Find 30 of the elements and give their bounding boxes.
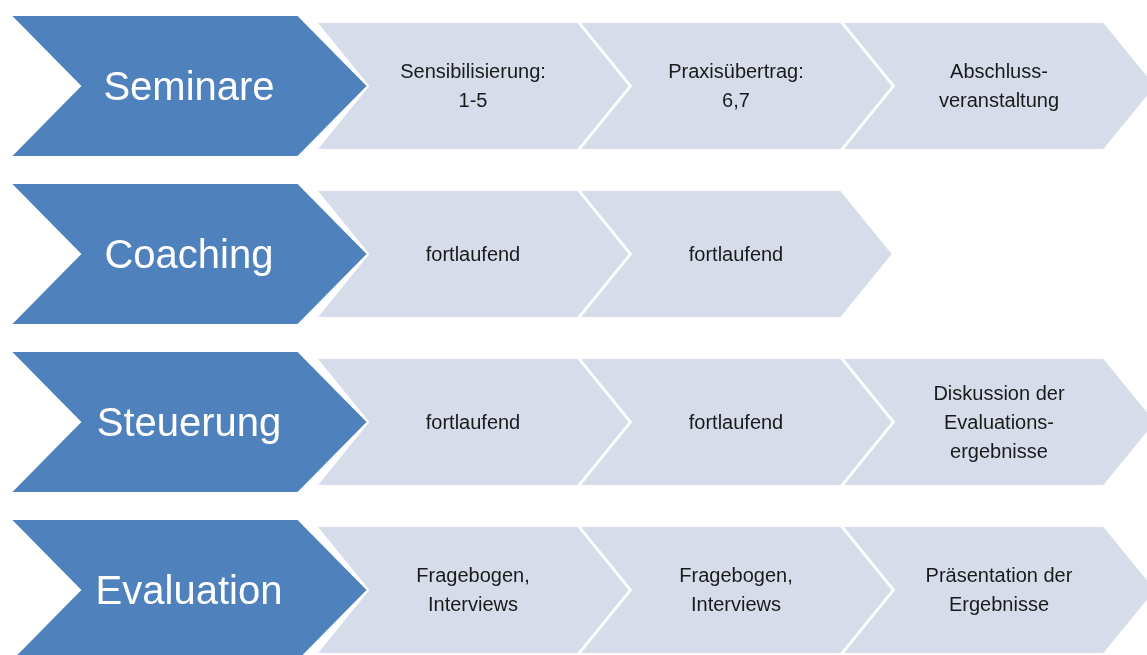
phase-label: Seminare — [103, 63, 275, 110]
step-label: Präsentation der Ergebnisse — [924, 563, 1074, 617]
step-label: fortlaufend — [425, 241, 521, 267]
step-label: Fragebogen, Interviews — [678, 563, 794, 617]
process-step — [842, 526, 1147, 654]
step-label: Fragebogen, Interviews — [415, 563, 531, 617]
step-label: Sensibilisierung: 1-5 — [399, 59, 547, 113]
process-step — [842, 358, 1147, 486]
process-step — [316, 358, 630, 486]
phase-step — [10, 519, 368, 655]
process-step — [579, 190, 893, 318]
process-step — [579, 22, 893, 150]
phase-step — [10, 15, 368, 157]
step-label: fortlaufend — [425, 409, 521, 435]
process-step — [579, 358, 893, 486]
process-step — [316, 190, 630, 318]
process-step — [316, 22, 630, 150]
process-step — [842, 22, 1147, 150]
step-label: Abschluss- veranstaltung — [937, 59, 1061, 113]
phase-step — [10, 351, 368, 493]
phase-label: Evaluation — [95, 567, 283, 614]
process-step — [316, 526, 630, 654]
step-label: fortlaufend — [688, 409, 784, 435]
step-label: Diskussion der Evaluations- ergebnisse — [932, 380, 1066, 464]
phase-label: Coaching — [104, 231, 274, 278]
process-step — [579, 526, 893, 654]
phase-label: Steuerung — [96, 399, 282, 446]
step-label: Praxisübertrag: 6,7 — [667, 59, 805, 113]
phase-step — [10, 183, 368, 325]
step-label: fortlaufend — [688, 241, 784, 267]
